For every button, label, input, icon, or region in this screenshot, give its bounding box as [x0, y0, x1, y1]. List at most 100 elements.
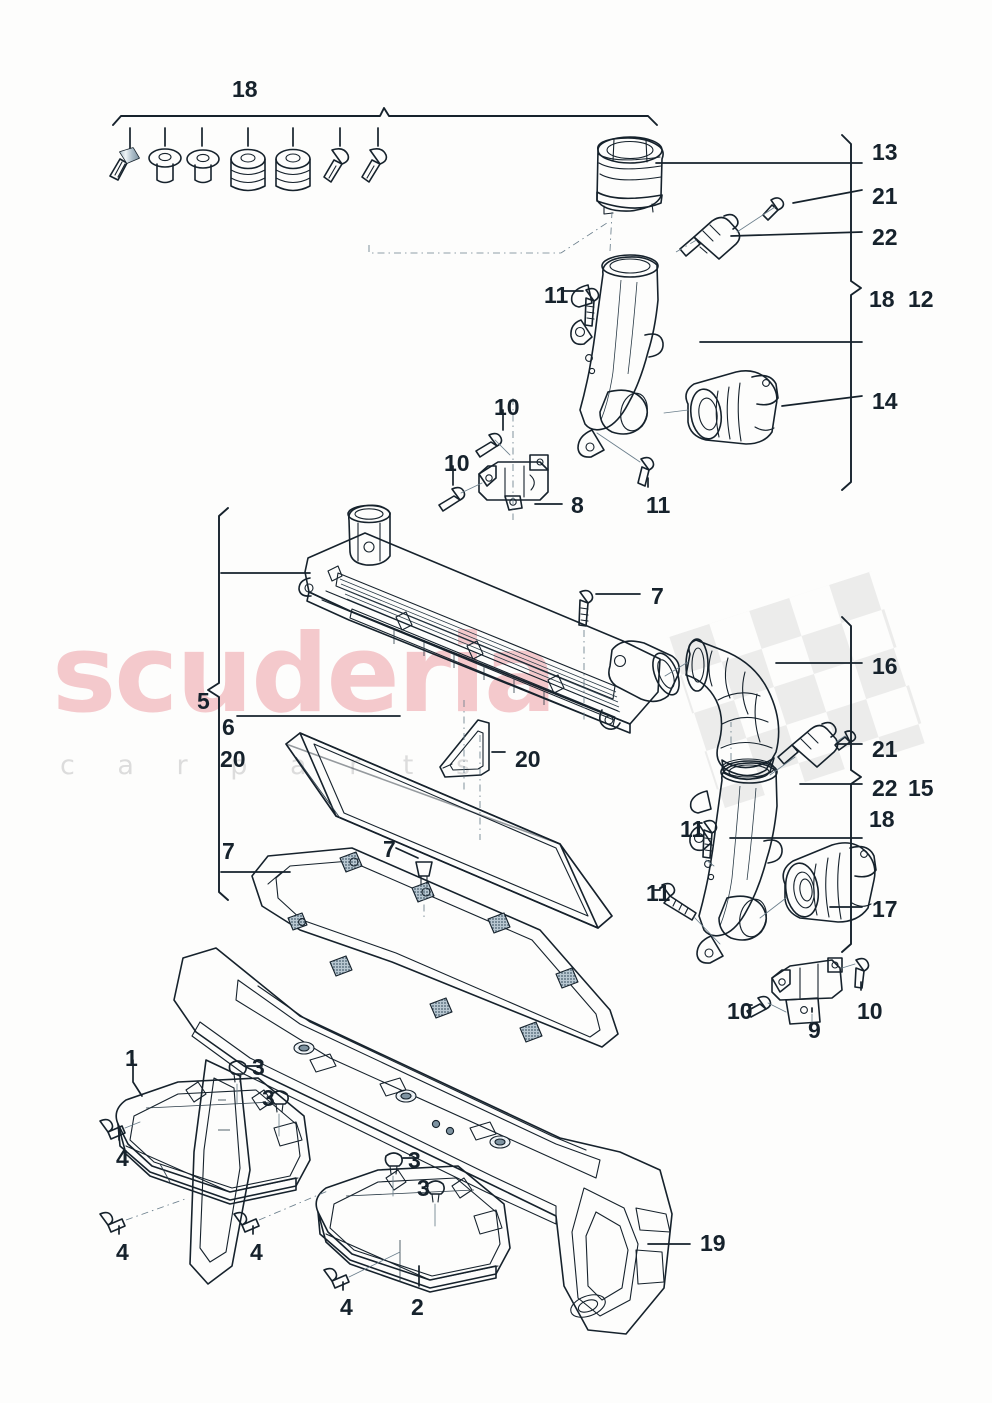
fastener-7-center [415, 861, 433, 885]
callout-10-c10a: 10 [494, 394, 520, 420]
callout-20-c20b: 20 [515, 746, 541, 772]
callout-22-c22a: 22 [872, 224, 898, 250]
part-1-air-duct-left [115, 1077, 311, 1205]
part-17-hose-connector-lower [782, 842, 877, 923]
leader-13-fit [609, 211, 613, 252]
fastener-screw-2 [361, 148, 388, 183]
fastener-grommet-1 [148, 148, 182, 184]
part-8-mounting-bracket-upper [478, 454, 549, 511]
fastener-10-upper-b [438, 486, 466, 512]
fastener-7-upper [578, 589, 594, 627]
part-5-air-filter-housing [298, 504, 680, 734]
part-22-air-mass-sensor-lower [777, 721, 839, 768]
callout-14-c14: 14 [872, 388, 898, 414]
fastener-4-b [99, 1211, 126, 1233]
fastener-3-c [384, 1152, 403, 1175]
callout-10-c10b: 10 [444, 450, 470, 476]
fastener-rubber-mount-1 [230, 148, 266, 192]
callout-2-c2: 2 [411, 1294, 424, 1320]
fastener-4-a [99, 1118, 126, 1140]
part-19-support-frame [173, 947, 673, 1335]
fastener-hex-bolt [109, 147, 140, 181]
leader-16-fit [664, 661, 689, 677]
callout-18-c18c: 18 [869, 806, 895, 832]
callout-7-c7b: 7 [651, 583, 664, 609]
leader-21-to-sensor [736, 206, 776, 233]
callout-12-c12: 12 [908, 286, 934, 312]
callout-11-c11b: 11 [646, 492, 671, 518]
group-12-leaders [655, 162, 863, 407]
callout-7-c7a: 7 [222, 838, 235, 864]
part-20-seal-gasket [439, 719, 490, 778]
callout-19-c19: 19 [700, 1230, 726, 1256]
leader-7-center [395, 847, 419, 859]
part-16-hose-elbow-lower [685, 638, 780, 781]
callout-22-c22b: 22 [872, 775, 898, 801]
callout-18-c18: 18 [232, 76, 258, 102]
callout-11-c11a: 11 [544, 282, 569, 308]
callout-18-c18b: 18 [869, 286, 895, 312]
callout-11-c11d: 11 [646, 880, 671, 906]
fastener-10-lower-b [854, 957, 870, 989]
part-2-air-duct-right [315, 1165, 511, 1293]
housing-clips [327, 565, 565, 694]
leader-17-fit [759, 897, 787, 919]
callout-3-c3a: 3 [252, 1054, 265, 1080]
callout-4-c4c: 4 [250, 1239, 263, 1265]
group-12-bracket [841, 134, 862, 491]
leader-11-to-hose [596, 432, 641, 463]
fastener-grommet-2 [186, 149, 220, 184]
leader-10-b-fit [460, 482, 483, 494]
callout-4-c4a: 4 [116, 1145, 129, 1171]
callout-3-c3b: 3 [262, 1085, 275, 1111]
callout-5-c5: 5 [197, 688, 210, 714]
fastener-11-lower-b [661, 882, 697, 921]
fastener-4-d [323, 1267, 350, 1289]
callout-21-c21b: 21 [872, 736, 898, 762]
part-15-hose-body-lower [689, 760, 783, 964]
callout-11-c11c: 11 [680, 816, 705, 842]
part-6-air-filter-element [285, 732, 613, 929]
part-14-hose-elbow-upper [685, 370, 779, 445]
leader-1 [132, 1059, 143, 1097]
callout-10-c10d: 10 [857, 998, 883, 1024]
fastener-11-lower-upper [637, 456, 655, 487]
fastener-11-upper [584, 287, 600, 327]
callout-7-c7c: 7 [383, 836, 396, 862]
callout-20-c20a: 20 [220, 746, 246, 772]
fastener-4-c [233, 1211, 260, 1233]
callout-15-c15: 15 [908, 775, 934, 801]
part-21-sensor-screw [762, 197, 785, 221]
fastener-rubber-mount-2 [275, 148, 311, 192]
group-15-bracket [841, 616, 862, 953]
part-9-mounting-bracket-lower [771, 957, 843, 1025]
fastener-3-d [426, 1180, 445, 1203]
callout-13-c13: 13 [872, 139, 898, 165]
leader-22-fit [675, 237, 701, 253]
callout-21-c21a: 21 [872, 183, 898, 209]
group-15-leaders [729, 662, 863, 908]
fastener-screw-1 [323, 148, 350, 183]
callout-1-c1: 1 [125, 1045, 138, 1071]
part-7-seal-frame [251, 847, 619, 1048]
fastener-10-lower-a [746, 995, 772, 1018]
callout-10-c10c: 10 [727, 998, 753, 1024]
leader-14-fit [663, 409, 689, 414]
leader-18-kit-to-hose [368, 220, 611, 254]
callout-4-c4d: 4 [340, 1294, 353, 1320]
callout-8-c8: 8 [571, 492, 584, 518]
fastener-3-b [270, 1090, 289, 1113]
callout-9-c9: 9 [808, 1017, 821, 1043]
callout-3-c3c: 3 [408, 1147, 421, 1173]
leader-22-lower-fit [769, 756, 796, 776]
group-18-fastener-kit [109, 107, 658, 192]
housing-intake-neck [347, 504, 391, 566]
callout-16-c16: 16 [872, 653, 898, 679]
callout-3-c3d: 3 [417, 1175, 430, 1201]
part-13-hose-connector-upper [596, 136, 664, 215]
leader-21-lower [835, 735, 846, 743]
part-12-hose-body-upper [570, 254, 664, 458]
callout-4-c4b: 4 [116, 1239, 129, 1265]
callout-17-c17: 17 [872, 896, 898, 922]
